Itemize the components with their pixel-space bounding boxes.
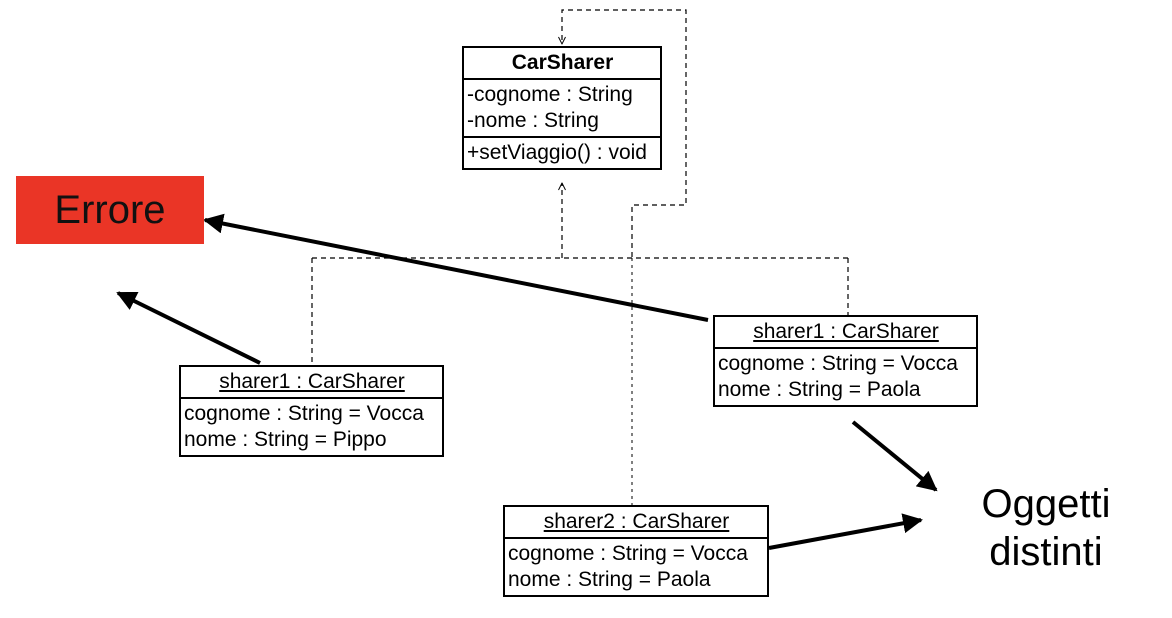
field-nome: nome : String = Pippo <box>184 428 387 451</box>
oggetti-distinti-label: Oggetti distinti <box>960 480 1132 576</box>
field-cognome: cognome : String = Vocca <box>718 352 958 375</box>
class-name: CarSharer <box>511 51 614 74</box>
field-cognome: cognome : String = Vocca <box>508 542 748 565</box>
object-title: sharer1 : CarSharer <box>219 370 405 393</box>
object-sharer1-pippo: sharer1 : CarSharer cognome : String = V… <box>179 365 444 457</box>
oggetti-line1: Oggetti <box>981 482 1111 526</box>
object-fields: cognome : String = Vocca nome : String =… <box>181 397 442 455</box>
attribute-nome: -nome : String <box>467 109 599 132</box>
errore-callout: Errore <box>16 176 204 244</box>
class-attributes: -cognome : String -nome : String <box>464 78 660 136</box>
field-nome: nome : String = Paola <box>718 378 921 401</box>
arrow-pippo-up <box>116 291 261 365</box>
field-nome: nome : String = Paola <box>508 568 711 591</box>
object-sharer2-paola: sharer2 : CarSharer cognome : String = V… <box>503 505 769 597</box>
arrow-paola2-to-oggetti <box>768 513 923 550</box>
object-sharer1-paola: sharer1 : CarSharer cognome : String = V… <box>713 315 978 407</box>
oggetti-line2: distinti <box>989 530 1103 574</box>
arrow-paola1-to-errore <box>203 213 709 322</box>
attribute-cognome: -cognome : String <box>467 83 633 106</box>
errore-label: Errore <box>54 188 166 232</box>
class-operations: +setViaggio() : void <box>464 136 660 168</box>
object-fields: cognome : String = Vocca nome : String =… <box>715 347 976 405</box>
operation-setviaggio: +setViaggio() : void <box>467 141 647 164</box>
object-title: sharer2 : CarSharer <box>543 510 730 533</box>
arrow-paola1-to-oggetti <box>851 420 938 492</box>
class-carsharer: CarSharer -cognome : String -nome : Stri… <box>462 46 662 170</box>
object-fields: cognome : String = Vocca nome : String =… <box>505 537 767 595</box>
field-cognome: cognome : String = Vocca <box>184 402 424 425</box>
object-title: sharer1 : CarSharer <box>753 320 939 343</box>
